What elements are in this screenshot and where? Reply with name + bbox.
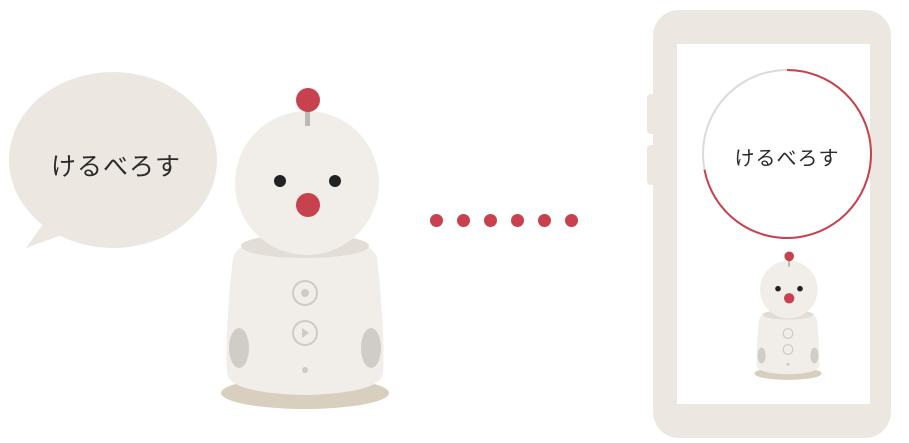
connection-dot	[457, 214, 470, 227]
connection-dot	[430, 214, 443, 227]
speech-bubble-text: けるべろす	[36, 147, 196, 183]
robot-illustration	[205, 88, 405, 418]
phone-screen-text: けるべろす	[708, 142, 866, 171]
connection-dot	[484, 214, 497, 227]
connection-dot	[538, 214, 551, 227]
connection-dots	[430, 214, 578, 227]
robot-small-illustration	[748, 250, 828, 385]
connection-dot	[511, 214, 524, 227]
connection-dot	[565, 214, 578, 227]
